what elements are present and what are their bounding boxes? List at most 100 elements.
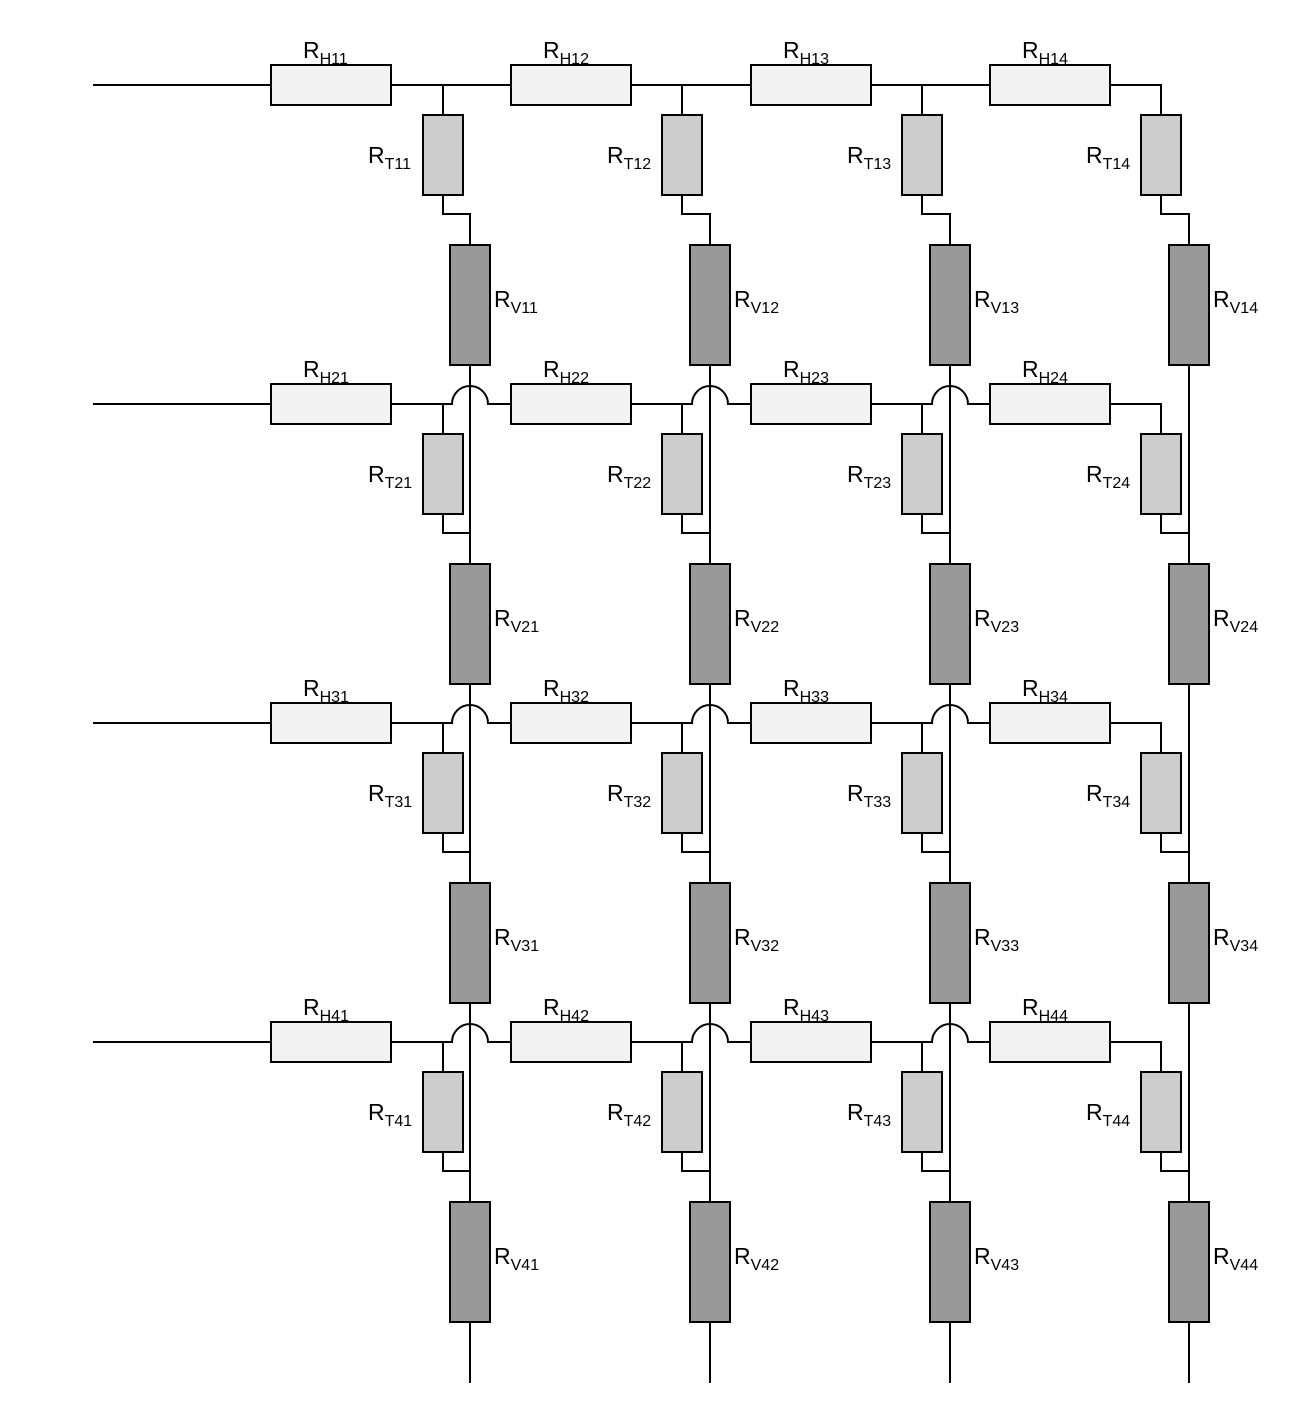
resistor-h-31	[270, 702, 392, 744]
label-rt-44: RT44	[1086, 1099, 1130, 1130]
tap-wire-24	[1110, 403, 1189, 534]
label-rh-11: RH11	[303, 37, 348, 68]
resistor-h-33	[750, 702, 872, 744]
resistor-v-14	[1168, 244, 1210, 366]
resistors	[270, 64, 1210, 1323]
label-rh-42: RH42	[543, 994, 589, 1025]
tap-wire-32	[681, 723, 710, 853]
label-rv-11: RV11	[494, 286, 538, 317]
label-rh-14: RH14	[1022, 37, 1068, 68]
resistor-h-34	[989, 702, 1111, 744]
label-rv-14: RV14	[1213, 286, 1258, 317]
tap-wire-22	[681, 404, 710, 534]
label-rv-33: RV33	[974, 924, 1019, 955]
label-rt-12: RT12	[607, 142, 651, 173]
tap-wire-34	[1110, 722, 1189, 853]
label-rh-33: RH33	[783, 675, 829, 706]
resistor-v-43	[929, 1201, 971, 1323]
resistor-v-24	[1168, 563, 1210, 685]
label-rt-43: RT43	[847, 1099, 891, 1130]
resistor-h-12	[510, 64, 632, 106]
resistor-h-13	[750, 64, 872, 106]
resistor-v-32	[689, 882, 731, 1004]
label-rv-24: RV24	[1213, 605, 1258, 636]
label-rt-34: RT34	[1086, 780, 1130, 811]
tap-wire-33	[921, 723, 950, 853]
label-rt-24: RT24	[1086, 461, 1130, 492]
resistor-v-34	[1168, 882, 1210, 1004]
tap-wire-11	[442, 85, 471, 245]
resistor-v-23	[929, 563, 971, 685]
tap-wire-43	[921, 1042, 950, 1172]
horizontal-row-4	[93, 1023, 990, 1043]
resistor-v-22	[689, 563, 731, 685]
resistor-v-42	[689, 1201, 731, 1323]
labels: RH11RT11RV11RH12RT12RV12RH13RT13RV13RH14…	[303, 37, 1258, 1274]
label-rh-21: RH21	[303, 356, 349, 387]
resistor-v-11	[449, 244, 491, 366]
resistor-t-14	[1140, 114, 1182, 196]
resistor-v-44	[1168, 1201, 1210, 1323]
resistor-h-24	[989, 383, 1111, 425]
label-rt-22: RT22	[607, 461, 651, 492]
label-rv-12: RV12	[734, 286, 779, 317]
resistor-v-13	[929, 244, 971, 366]
resistor-h-43	[750, 1021, 872, 1063]
label-rh-12: RH12	[543, 37, 589, 68]
label-rt-33: RT33	[847, 780, 891, 811]
resistor-t-44	[1140, 1071, 1182, 1153]
label-rv-42: RV42	[734, 1243, 779, 1274]
resistor-v-21	[449, 563, 491, 685]
resistor-v-41	[449, 1201, 491, 1323]
label-rv-13: RV13	[974, 286, 1019, 317]
resistor-h-22	[510, 383, 632, 425]
tap-wire-14	[1110, 84, 1190, 245]
label-rv-41: RV41	[494, 1243, 539, 1274]
resistor-h-42	[510, 1021, 632, 1063]
resistor-v-12	[689, 244, 731, 366]
tap-wire-42	[681, 1042, 710, 1172]
label-rh-41: RH41	[303, 994, 349, 1025]
resistor-t-11	[422, 114, 464, 196]
label-rt-14: RT14	[1086, 142, 1130, 173]
label-rv-31: RV31	[494, 924, 539, 955]
tap-wire-21	[442, 404, 470, 534]
resistor-t-23	[901, 433, 943, 515]
label-rv-22: RV22	[734, 605, 779, 636]
resistor-t-41	[422, 1071, 464, 1153]
resistor-h-23	[750, 383, 872, 425]
label-rt-32: RT32	[607, 780, 651, 811]
resistor-t-12	[661, 114, 703, 196]
resistor-t-34	[1140, 752, 1182, 834]
resistor-h-44	[989, 1021, 1111, 1063]
label-rh-22: RH22	[543, 356, 589, 387]
label-rt-31: RT31	[368, 780, 412, 811]
resistor-h-14	[989, 64, 1111, 106]
label-rv-44: RV44	[1213, 1243, 1258, 1274]
tap-wire-23	[921, 404, 950, 534]
label-rh-31: RH31	[303, 675, 349, 706]
label-rh-43: RH43	[783, 994, 829, 1025]
resistor-t-31	[422, 752, 464, 834]
label-rv-32: RV32	[734, 924, 779, 955]
label-rt-11: RT11	[368, 142, 411, 173]
label-rt-21: RT21	[368, 461, 412, 492]
label-rv-21: RV21	[494, 605, 539, 636]
label-rt-13: RT13	[847, 142, 891, 173]
resistor-v-31	[449, 882, 491, 1004]
label-rt-41: RT41	[368, 1099, 412, 1130]
label-rv-43: RV43	[974, 1243, 1019, 1274]
tap-wire-13	[921, 85, 951, 245]
resistor-t-33	[901, 752, 943, 834]
horizontal-row-3	[93, 704, 990, 724]
resistor-t-21	[422, 433, 464, 515]
label-rh-24: RH24	[1022, 356, 1068, 387]
resistor-h-21	[270, 383, 392, 425]
resistor-t-43	[901, 1071, 943, 1153]
resistor-h-11	[270, 64, 392, 106]
horizontal-row-2	[93, 385, 990, 405]
resistor-t-13	[901, 114, 943, 196]
resistor-t-42	[661, 1071, 703, 1153]
resistor-t-24	[1140, 433, 1182, 515]
